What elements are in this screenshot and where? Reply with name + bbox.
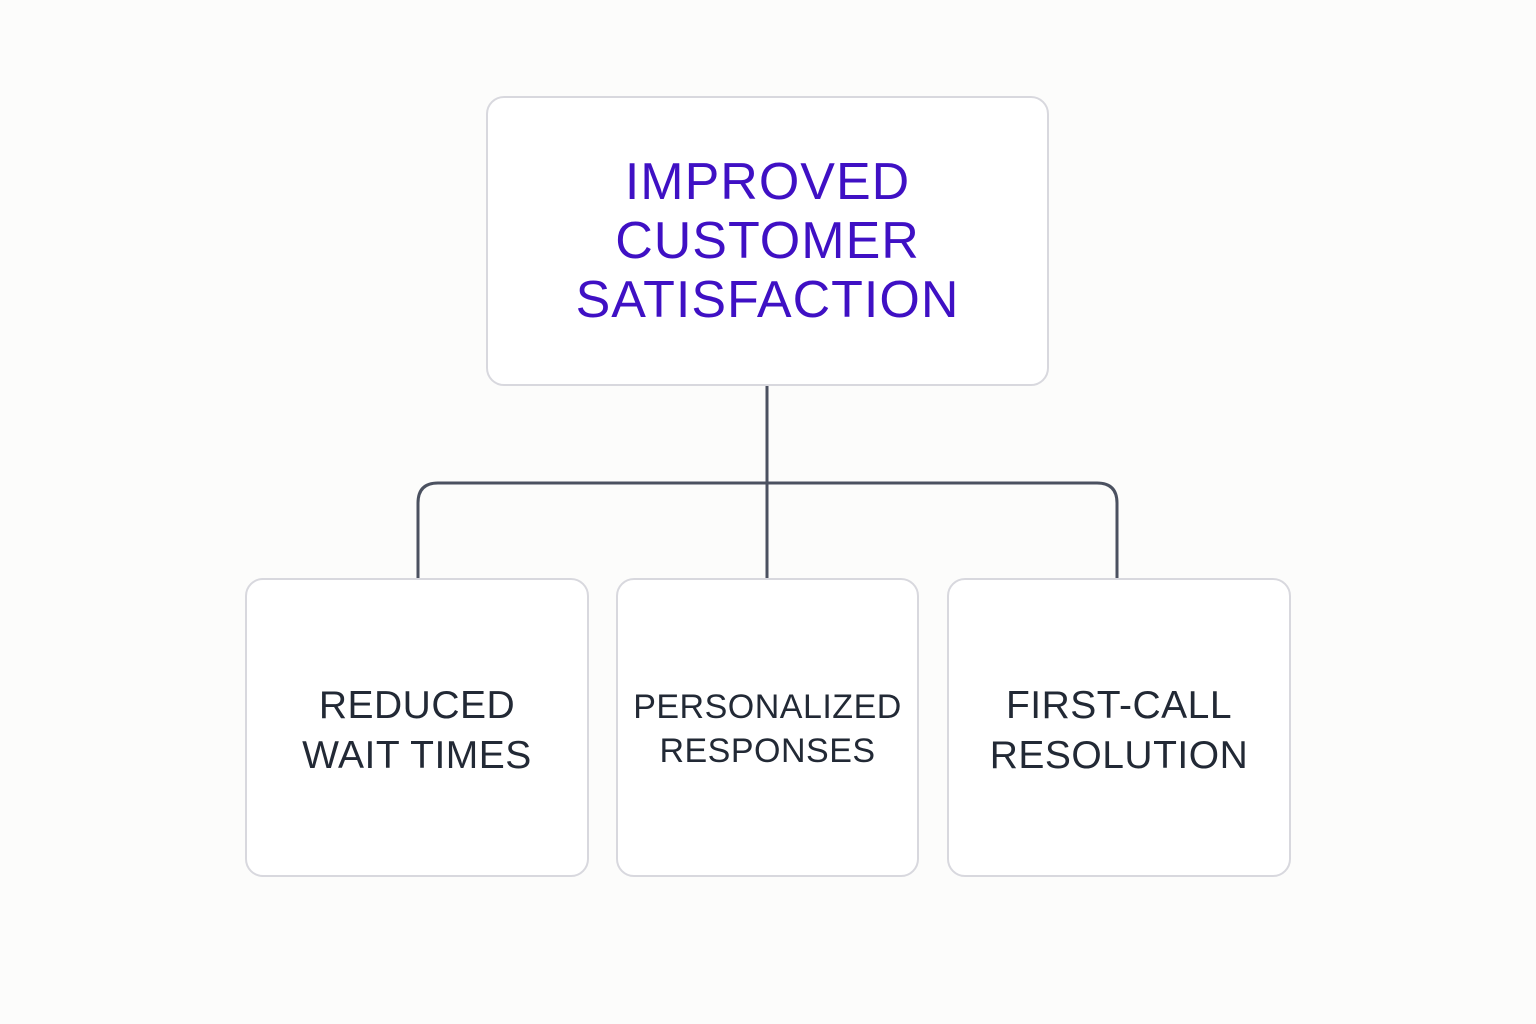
child-node-label: PERSONALIZED RESPONSES bbox=[633, 683, 902, 773]
connector-right-branch bbox=[767, 481, 1119, 578]
child-node-first-call-resolution: FIRST-CALL RESOLUTION bbox=[947, 578, 1291, 877]
root-node: IMPROVED CUSTOMER SATISFACTION bbox=[486, 96, 1049, 386]
root-node-label: IMPROVED CUSTOMER SATISFACTION bbox=[576, 153, 960, 330]
connector-left-branch bbox=[416, 481, 767, 578]
root-label-line: SATISFACTION bbox=[575, 270, 960, 329]
child-label-line: WAIT TIMES bbox=[302, 733, 532, 777]
child-node-label: FIRST-CALL RESOLUTION bbox=[990, 675, 1249, 781]
child-node-personalized-responses: PERSONALIZED RESPONSES bbox=[616, 578, 919, 877]
child-node-label: REDUCED WAIT TIMES bbox=[302, 675, 532, 781]
child-label-line: FIRST-CALL bbox=[1005, 683, 1233, 727]
child-label-line: PERSONALIZED bbox=[633, 687, 902, 726]
child-node-reduced-wait-times: REDUCED WAIT TIMES bbox=[245, 578, 589, 877]
root-label-line: CUSTOMER bbox=[615, 211, 920, 270]
child-label-line: RESPONSES bbox=[659, 731, 876, 770]
child-label-line: RESOLUTION bbox=[989, 733, 1249, 777]
child-label-line: REDUCED bbox=[318, 683, 516, 727]
root-label-line: IMPROVED bbox=[624, 152, 911, 211]
